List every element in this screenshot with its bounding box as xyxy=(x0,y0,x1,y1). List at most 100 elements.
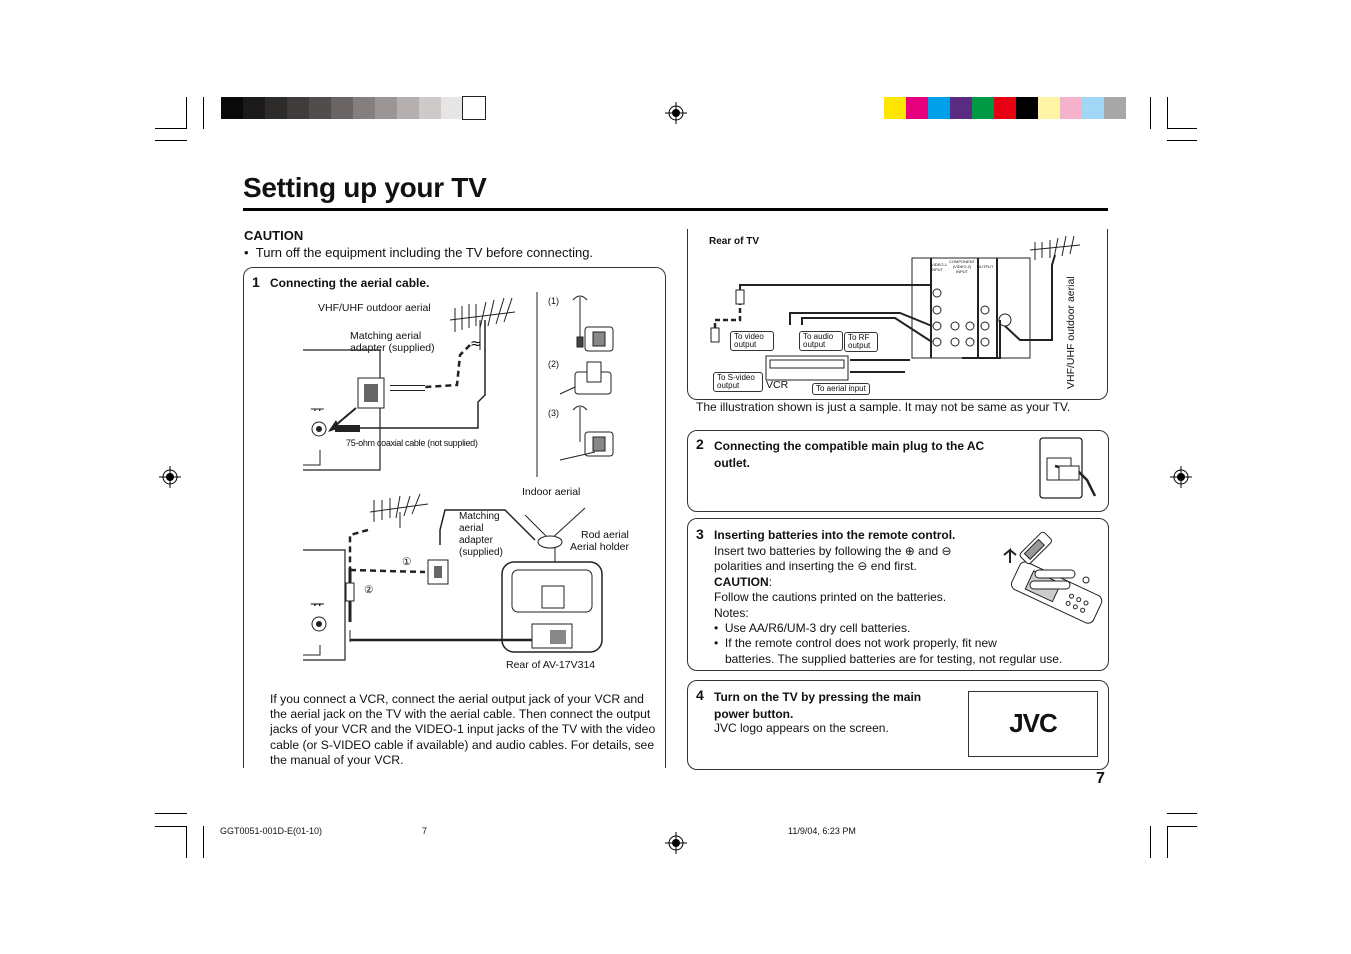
colon: : xyxy=(768,575,773,589)
to-rf-output-label: To RF output xyxy=(844,332,878,352)
to-audio-output-label: To audio output xyxy=(799,331,843,351)
aerial-holder-label: Aerial holder xyxy=(570,541,629,553)
color-swatch xyxy=(972,97,994,119)
adapter-steps-diagram xyxy=(536,292,614,477)
rear-of-model-label: Rear of AV-17V314 xyxy=(506,659,596,671)
video1-input-label: VIDEO-1 INPUT xyxy=(931,262,948,272)
step2-title: Connecting the compatible main plug to t… xyxy=(714,439,985,470)
vcr-paragraph: If you connect a VCR, connect the aerial… xyxy=(270,692,656,767)
step4-title: Turn on the TV by pressing the main powe… xyxy=(714,690,922,721)
indoor-aerial-label: Indoor aerial xyxy=(522,486,581,498)
rod-aerial-label: Rod aerial xyxy=(581,529,629,541)
output-label: OUTPUT xyxy=(977,264,994,269)
crop-mark xyxy=(1167,826,1168,858)
outdoor-aerial-label: VHF/UHF outdoor aerial xyxy=(318,302,431,314)
sub-step-1-label: (1) xyxy=(548,296,559,306)
crop-mark xyxy=(155,140,187,141)
circle-1-label: ① xyxy=(402,556,412,568)
color-swatch xyxy=(397,97,419,119)
crop-mark xyxy=(1167,826,1197,827)
sub-step-3-label: (3) xyxy=(548,408,559,418)
step3-line2: polarities and inserting the ⊖ end first… xyxy=(714,559,917,573)
sub-step-2-label: (2) xyxy=(548,359,559,369)
caution-heading: CAUTION xyxy=(244,228,304,243)
bullet-dot: • xyxy=(244,245,256,260)
rear-panel-caption: The illustration shown is just a sample.… xyxy=(696,400,1071,414)
title-rule xyxy=(243,208,1108,211)
caution-text: Turn off the equipment including the TV … xyxy=(255,245,594,260)
circle-2-label: ② xyxy=(364,584,374,596)
crop-mark xyxy=(155,813,187,814)
step3-number: 3 xyxy=(696,526,704,542)
note1-text: Use AA/R6/UM-3 dry cell batteries. xyxy=(724,621,911,635)
color-swatch xyxy=(994,97,1016,119)
jvc-logo: JVC xyxy=(1009,708,1058,738)
vcr-label: VCR xyxy=(766,379,789,391)
crop-mark xyxy=(1150,826,1151,858)
footer-sheet-no: 7 xyxy=(422,826,428,836)
step1-number: 1 xyxy=(252,274,260,290)
color-swatch xyxy=(353,97,375,119)
color-swatch xyxy=(265,97,287,119)
to-svideo-output-label: To S-video output xyxy=(713,372,763,392)
registration-mark-icon xyxy=(159,466,181,488)
step4-box xyxy=(687,680,1109,770)
page-title: Setting up your TV xyxy=(243,172,487,203)
coax-cable-label: 75-ohm coaxial cable (not supplied) xyxy=(346,438,478,448)
color-swatch xyxy=(950,97,972,119)
crop-mark xyxy=(1167,813,1197,814)
step3-note2-cont: batteries. The supplied batteries are fo… xyxy=(725,652,1063,666)
crop-mark xyxy=(1167,140,1197,141)
step3-line1: Insert two batteries by following the ⊕ … xyxy=(714,544,952,558)
color-swatch xyxy=(1038,97,1060,119)
step3-box xyxy=(687,518,1109,671)
step3-note1: • Use AA/R6/UM-3 dry cell batteries. xyxy=(714,621,911,635)
step3-caution-text: Follow the cautions printed on the batte… xyxy=(714,590,947,604)
step1-box xyxy=(243,267,666,768)
outdoor-aerial-diagram: ᅲ ≈ xyxy=(303,297,516,471)
crop-mark xyxy=(1150,97,1151,129)
step2-number: 2 xyxy=(696,436,704,452)
caution-bullet: • Turn off the equipment including the T… xyxy=(244,245,593,260)
color-swatch xyxy=(375,97,397,119)
color-swatch xyxy=(1060,97,1082,119)
color-swatch xyxy=(462,96,486,120)
note2-text: If the remote control does not work prop… xyxy=(724,636,997,650)
registration-mark-icon xyxy=(1170,466,1192,488)
crop-mark xyxy=(186,826,187,858)
color-swatch xyxy=(928,97,950,119)
footer-timestamp: 11/9/04, 6:23 PM xyxy=(788,826,856,836)
color-swatch xyxy=(1016,97,1038,119)
component-input-label: COMPONENT (VIDEO-2) INPUT xyxy=(949,259,975,274)
step2-box xyxy=(687,430,1109,512)
matching-adapter-2-label: Matching aerial adapter (supplied) xyxy=(459,511,503,558)
color-swatch xyxy=(221,97,243,119)
svg-text:≈: ≈ xyxy=(470,336,482,352)
crop-mark xyxy=(203,97,204,129)
color-swatch xyxy=(419,97,441,119)
step3-caution-label: CAUTION xyxy=(714,575,769,589)
tv-screen: JVC xyxy=(968,691,1098,757)
to-aerial-input-label: To aerial input xyxy=(812,383,870,395)
color-swatch xyxy=(906,97,928,119)
step4-text: JVC logo appears on the screen. xyxy=(714,721,889,735)
svg-text:ᅲ: ᅲ xyxy=(310,595,325,614)
step3-title: Inserting batteries into the remote cont… xyxy=(714,528,956,542)
remote-control-icon xyxy=(1003,531,1103,624)
rear-panel-box xyxy=(687,229,1108,400)
step4-number: 4 xyxy=(696,687,704,703)
crop-mark xyxy=(155,128,187,129)
to-video-output-label: To video output xyxy=(730,331,774,351)
color-swatch xyxy=(287,97,309,119)
crop-mark xyxy=(1167,97,1168,129)
rear-panel-title: Rear of TV xyxy=(709,236,760,247)
color-swatch xyxy=(243,97,265,119)
crop-mark xyxy=(1167,128,1197,129)
step3-note2: • If the remote control does not work pr… xyxy=(714,636,997,650)
step1-title: Connecting the aerial cable. xyxy=(270,276,430,290)
indoor-aerial-diagram: ᅲ xyxy=(303,493,603,661)
color-swatch xyxy=(1082,97,1104,119)
color-swatch xyxy=(884,97,906,119)
registration-mark-icon xyxy=(665,832,687,854)
registration-mark-icon xyxy=(665,102,687,124)
